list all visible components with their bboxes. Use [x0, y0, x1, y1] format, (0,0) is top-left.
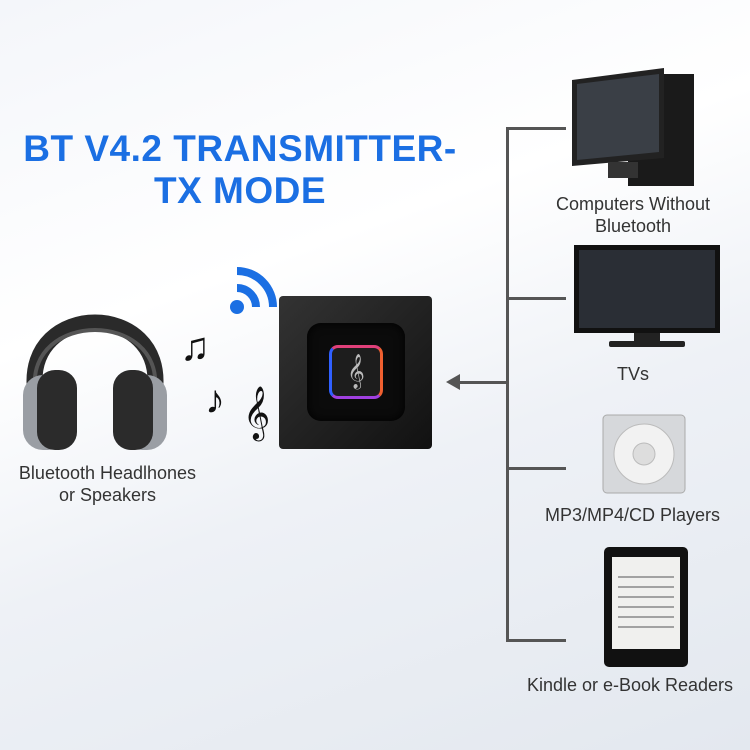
- target-label: MP3/MP4/CD Players: [544, 505, 721, 525]
- connector-branch: [506, 467, 566, 470]
- treble-clef-icon: 𝄞: [329, 345, 383, 399]
- source-label-2: or Speakers: [58, 485, 157, 505]
- connector-line: [506, 127, 509, 642]
- target-label: TVs: [616, 364, 649, 384]
- computer-icon: [572, 68, 694, 186]
- tv-icon: [574, 245, 720, 347]
- headphones-icon: [23, 314, 167, 450]
- music-note-icon: ♪: [205, 378, 225, 422]
- arrow-left-icon: [446, 374, 460, 390]
- target-label: Kindle or e-Book Readers: [526, 675, 734, 695]
- treble-clef-icon: 𝄞: [243, 386, 271, 438]
- mp3-player-icon: [602, 414, 686, 494]
- bt-transmitter-device: 𝄞: [279, 296, 432, 449]
- source-label-1: Bluetooth Headlhones: [18, 463, 197, 483]
- title-line-2: TX MODE: [153, 170, 327, 211]
- connector-branch: [506, 297, 566, 300]
- wifi-signal-icon: [230, 267, 277, 314]
- connector-branch: [506, 639, 566, 642]
- music-note-icon: ♫: [180, 325, 210, 369]
- arrow-shaft: [458, 381, 508, 384]
- target-label: Bluetooth: [594, 216, 672, 236]
- title-line-1: BT V4.2 TRANSMITTER-: [23, 128, 457, 169]
- connector-branch: [506, 127, 566, 130]
- ebook-reader-icon: [604, 547, 688, 667]
- target-label: Computers Without: [555, 194, 711, 214]
